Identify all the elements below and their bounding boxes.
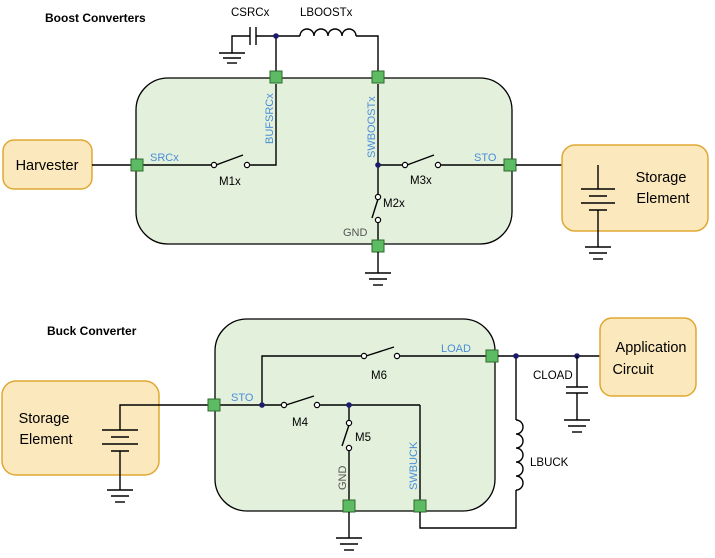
pin-load	[485, 349, 499, 363]
buck-internal-wiring	[220, 346, 486, 500]
srcx-label: SRCx	[150, 152, 179, 164]
sto-buck-label: STO	[231, 392, 254, 404]
m6-label: M6	[371, 370, 387, 382]
m5-label: M5	[355, 432, 371, 444]
bufsrcx-label: BUFSRCx	[264, 93, 276, 144]
pin-bufsrcx	[269, 70, 283, 84]
pin-sto-boost	[503, 158, 517, 172]
storage-boost-line2: Element	[636, 191, 689, 207]
pin-sto-buck	[207, 398, 221, 412]
boost-switch-contacts	[210, 161, 442, 224]
pin-gnd-buck	[342, 499, 356, 513]
harvester-label: Harvester	[16, 158, 79, 174]
buck-external-wiring	[419, 353, 600, 529]
m1x-label: M1x	[219, 176, 241, 188]
storage-buck-line1: Storage	[19, 411, 70, 427]
storage-element-buck-box	[1, 380, 160, 476]
buck-title: Buck Converter	[47, 324, 137, 338]
csrc-label: CSRCx	[231, 7, 270, 19]
gnd-buck-label: GND	[337, 466, 349, 491]
pin-gnd-boost	[371, 239, 385, 253]
battery-icon	[581, 165, 615, 260]
gnd-boost-label: GND	[343, 227, 368, 239]
buck-switch-contacts	[280, 352, 401, 452]
storage-boost-line1: Storage	[636, 170, 687, 186]
pin-swbuck	[413, 499, 427, 513]
pin-swboostx	[371, 70, 385, 84]
battery-icon	[102, 404, 208, 503]
buck-ground-symbol	[336, 512, 362, 551]
sto-boost-label: STO	[474, 152, 497, 164]
boost-csrc-ground	[219, 52, 245, 64]
m2x-label: M2x	[383, 198, 405, 210]
cload-label: CLOAD	[533, 370, 573, 382]
boost-internal-wiring	[143, 84, 504, 240]
storage-buck-line2: Element	[19, 432, 72, 448]
swbuck-label: SWBUCK	[408, 441, 420, 490]
boost-title: Boost Converters	[45, 11, 146, 25]
storage-element-boost-box	[561, 144, 709, 232]
boost-top-wiring	[231, 27, 379, 77]
boost-ground-symbol	[365, 252, 391, 286]
m4-label: M4	[292, 417, 309, 429]
application-circuit-box	[599, 317, 697, 397]
boost-chip-body	[135, 77, 513, 245]
swboostx-label: SWBOOSTx	[366, 96, 378, 158]
lbuck-label: LBUCK	[530, 457, 569, 469]
app-line1: Application	[616, 340, 687, 356]
lboost-label: LBOOSTx	[300, 7, 353, 19]
load-label: LOAD	[441, 343, 471, 355]
m3x-label: M3x	[410, 175, 432, 187]
pin-srcx	[130, 158, 144, 172]
app-line2: Circuit	[612, 362, 653, 378]
